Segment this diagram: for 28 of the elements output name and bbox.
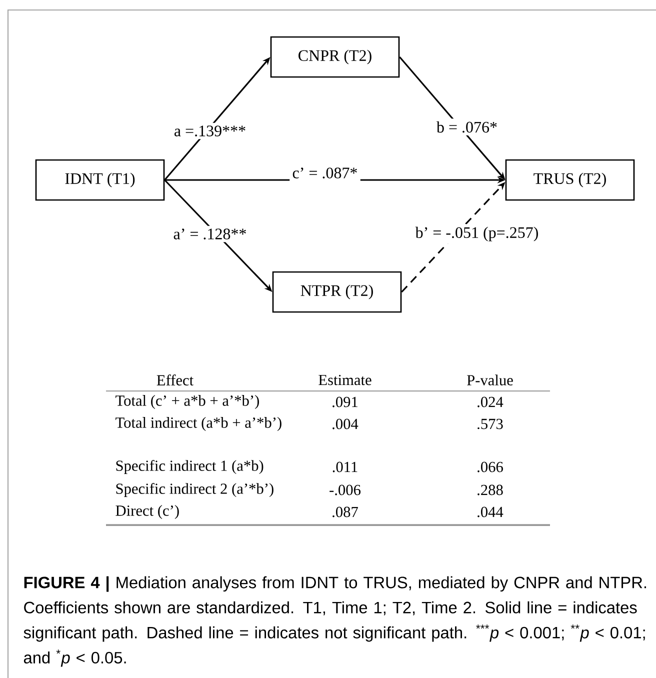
column-header: Effect <box>156 374 194 386</box>
edge-label: c’ = .087* <box>290 164 360 182</box>
table-cell: Total indirect (a*b + a’*b’) <box>116 417 282 431</box>
table-cell: .044 <box>478 506 504 518</box>
table-cell: Total (c’ + a*b + a’*b’) <box>116 395 259 409</box>
edge-label: b’ = -.051 (p=.257) <box>412 224 542 244</box>
table-cell: .024 <box>478 396 504 408</box>
edge-label: b = .076* <box>434 118 500 136</box>
table-cell: .091 <box>332 396 358 408</box>
table-cell: Specific indirect 1 (a*b) <box>116 460 264 474</box>
edge-label: a =.139*** <box>171 122 249 140</box>
table-cell: .573 <box>478 418 503 430</box>
column-header: P-value <box>467 374 513 386</box>
table-cell: .011 <box>332 462 358 472</box>
figure-caption: FIGURE 4 | Mediation analyses from IDNT to TRUS, mediated by CNPR and NTPR. Coefficients shown are standardized. T1, Time 1; T2, Time 2. Solid line = indicates significant path. Dashed line = indicates not significant path. $^{***}$p < 0.001; $^{**}$p < 0.01; and $^{*}$p < 0.05. <box>24 576 646 667</box>
table-cell: .004 <box>332 418 358 430</box>
table-cell: .288 <box>478 484 503 496</box>
table-cell: Specific indirect 2 (a’*b’) <box>116 482 274 498</box>
table-cell: Direct (c’) <box>116 505 179 519</box>
variable-box: CNPR (T2) <box>270 36 400 78</box>
variable-box: TRUS (T2) <box>505 159 635 201</box>
table-cell: .066 <box>478 462 503 472</box>
edge-label: a’ = .128** <box>170 226 250 242</box>
table-cell: -.006 <box>330 484 361 496</box>
column-header: Estimate <box>318 374 372 386</box>
variable-box: NTPR (T2) <box>272 271 402 313</box>
table-cell: .087 <box>332 506 358 518</box>
variable-box: IDNT (T1) <box>35 159 165 201</box>
